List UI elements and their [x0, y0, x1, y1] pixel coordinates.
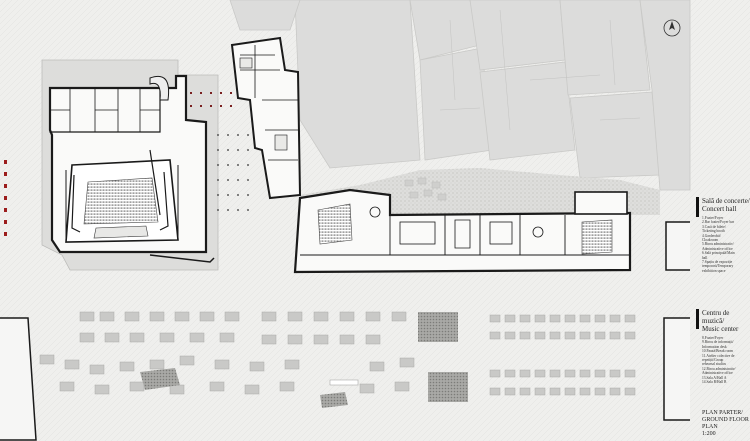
- legend-item: 1.Foaier/Foyer: [702, 216, 724, 220]
- legend-items: 8.Foaier/Foyer 9.Birou de informații/ In…: [702, 336, 750, 384]
- plan-title-block: PLAN PARTER/ GROUND FLOOR PLAN 1:200: [702, 410, 750, 438]
- red-bollards: [4, 160, 7, 236]
- legend-item: exhibition space: [702, 268, 726, 273]
- existing-building-lines: [439, 9, 641, 131]
- park-planters: [39, 311, 636, 396]
- main-hall-stage: [93, 225, 149, 239]
- neighbouring-building-right-bottom: [663, 317, 690, 421]
- legend-item: 3.Casă de bilete/: [702, 224, 726, 229]
- main-hall-seating: [83, 177, 159, 225]
- plan-title-ro: PLAN PARTER/: [702, 410, 743, 416]
- legend-marker: [696, 197, 699, 217]
- legend-item: Administrative office: [702, 246, 733, 251]
- forecourt-paving-pattern: [404, 177, 447, 201]
- entrance-canopy: [149, 254, 215, 263]
- legend-title-ro: Sală de concerte/: [702, 197, 750, 205]
- north-arrow-icon: [663, 19, 681, 37]
- reflecting-pool: [329, 379, 359, 386]
- legend-item: 10.Pauză/Break room: [702, 349, 734, 354]
- legend-item: 5.Birou administrativ/: [702, 242, 734, 247]
- legend-title-en: Music center: [702, 325, 739, 333]
- legend-item: hall: [702, 255, 708, 260]
- legend-items: 1.Foaier/Foyer 2.Bar foaier/Foyer bar 3.…: [702, 216, 750, 273]
- legend-concert-hall: Sală de concerte/ Concert hall 1.Foaier/…: [696, 197, 750, 273]
- concert-hall-building: [48, 74, 208, 254]
- legend-item: 9.Birou de informații/: [702, 340, 734, 345]
- legend-item: 2.Bar foaier/Foyer bar: [702, 220, 735, 225]
- legend-music-center: Centru de muzică/ Music center 8.Foaier/…: [696, 309, 750, 384]
- dense-vegetation-patches: [140, 312, 468, 408]
- legend-item: Ticketing booth: [702, 229, 725, 234]
- music-center-rooms: [369, 191, 628, 249]
- music-hall-a-seating: [317, 203, 353, 245]
- legend-item: 6.Sală principală/Main: [702, 251, 735, 256]
- legend-item: Administrative office: [702, 371, 733, 376]
- plan-scale: 1:200: [702, 431, 716, 437]
- neighbouring-building-right-top: [665, 221, 690, 271]
- courtyard-dots: [217, 134, 249, 211]
- legend-item: 4.Garderobă/: [702, 233, 721, 238]
- legend-item: Cloakroom: [702, 238, 719, 243]
- legend-title-ro: Centru de muzică/: [702, 309, 730, 325]
- plan-title-en: GROUND FLOOR PLAN: [702, 417, 749, 430]
- legend-item: temporară/Temporary: [702, 264, 734, 269]
- legend-item: 13.Sala A/Hall A: [702, 375, 727, 380]
- legend-item: rehearsal studios: [702, 362, 727, 367]
- legend-item: Information desk: [702, 344, 727, 349]
- neighbouring-building-left: [0, 317, 37, 441]
- music-center-building: [293, 188, 632, 274]
- legend-marker: [696, 309, 699, 329]
- legend-item: 8.Foaier/Foyer: [702, 336, 724, 340]
- legend-item: 7.Spațiu de expoziție: [702, 260, 733, 265]
- courtyard-column-grid: [190, 92, 232, 107]
- legend-title-en: Concert hall: [702, 205, 737, 213]
- hall-side-galleries: [71, 149, 169, 233]
- legend-item: 14.Sala B/Hall B: [702, 380, 727, 385]
- existing-buildings: [229, 0, 691, 191]
- legend-item: 11.Atelier colective de: [702, 353, 735, 358]
- legend-item: 12.Birou administrativ/: [702, 366, 736, 371]
- legend-item: repetiții/Group: [702, 358, 724, 363]
- music-hall-b-seating: [581, 219, 613, 255]
- central-tower-block: [230, 36, 302, 200]
